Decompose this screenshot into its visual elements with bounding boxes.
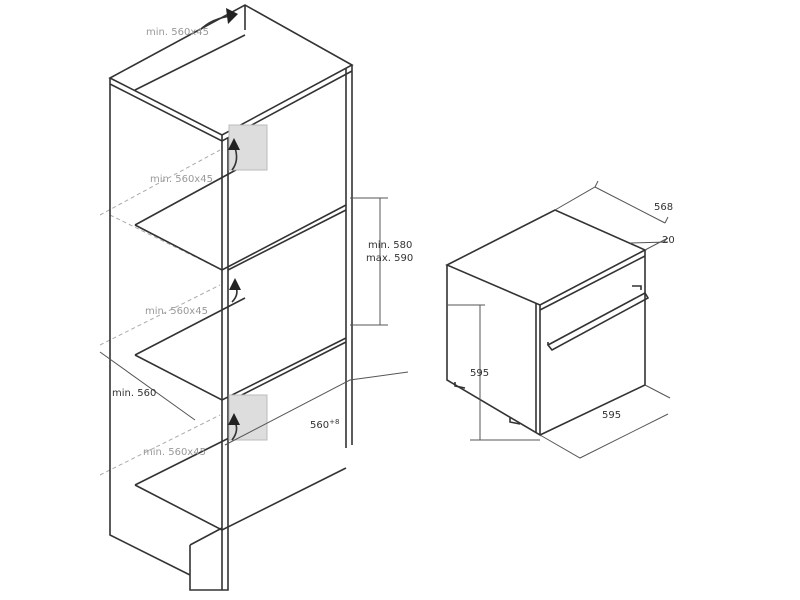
arrow-head-icon: [228, 138, 240, 150]
niche-height-max: max. 590: [366, 253, 413, 264]
niche-width: min. 560: [112, 388, 156, 399]
vent-label: min. 560x45: [145, 306, 208, 317]
niche-depth-tolerance: +8: [329, 418, 339, 426]
vent-label: min. 560x45: [146, 27, 209, 38]
oven-depth: 568: [654, 202, 673, 213]
niche-height-min: min. 580: [368, 240, 412, 251]
oven-height: 595: [470, 368, 489, 379]
oven-handle: [546, 285, 650, 352]
arrow-head-icon: [228, 413, 240, 425]
arrow-head-icon: [229, 278, 241, 290]
oven-front-depth: 20: [662, 235, 675, 246]
arrow-head-icon: [226, 8, 238, 24]
cabinet: [99, 4, 409, 591]
vent-label: min. 560x45: [143, 447, 206, 458]
niche-depth-value: 560: [310, 420, 329, 431]
vent-label: min. 560x45: [150, 174, 213, 185]
niche-depth: 560+8: [310, 418, 339, 431]
oven: [445, 180, 671, 459]
oven-width: 595: [602, 410, 621, 421]
